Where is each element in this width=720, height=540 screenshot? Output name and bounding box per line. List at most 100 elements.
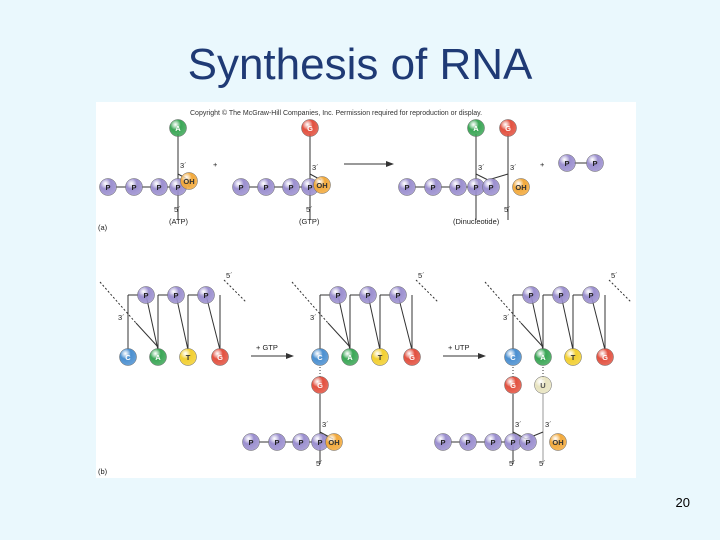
phosphate-ball-label: P — [317, 438, 322, 447]
phosphate-ball — [522, 286, 540, 304]
phosphate-ball-label: P — [156, 183, 161, 192]
dinuc-3prime-label-1: 3´ — [478, 163, 485, 172]
copyright-notice: Copyright © The McGraw-Hill Companies, I… — [190, 109, 482, 117]
slide-title: Synthesis of RNA — [187, 40, 533, 89]
phosphate-ball — [459, 433, 477, 451]
template-diag-link — [560, 294, 574, 351]
guanine-ball-label: G — [317, 381, 323, 390]
hydroxyl-ball — [313, 176, 331, 194]
guanine-ball — [596, 348, 614, 366]
phosphate-ball-label: P — [131, 183, 136, 192]
panel-b-label: (b) — [98, 467, 108, 476]
gtp-label: (GTP) — [299, 217, 320, 226]
phosphate-ball-label: P — [473, 183, 478, 192]
hydroxyl-ball-label: OH — [328, 438, 339, 447]
adenine-ball — [467, 119, 485, 137]
phosphate-ball-label: P — [588, 291, 593, 300]
template-strand-5prime — [608, 279, 632, 303]
phosphate-ball — [389, 286, 407, 304]
thymine-ball-label: T — [378, 353, 383, 362]
template-strand-end — [99, 281, 137, 324]
thymine-ball — [179, 348, 197, 366]
rna-synthesis-figure: Copyright © The McGraw-Hill Companies, I… — [96, 102, 636, 478]
phosphate-ball-label: P — [335, 291, 340, 300]
phosphate-ball-label: P — [365, 291, 370, 300]
dinuc-3prime-label-2: 3´ — [510, 163, 517, 172]
template-5prime-label: 5´ — [226, 271, 233, 280]
rna-synthesis-diagram: Copyright © The McGraw-Hill Companies, I… — [98, 109, 632, 476]
phosphate-ball-label: P — [248, 438, 253, 447]
cytosine-ball — [119, 348, 137, 366]
adenine-ball — [149, 348, 167, 366]
guanine-ball-label: G — [602, 353, 608, 362]
thymine-ball — [564, 348, 582, 366]
guanine-ball — [504, 376, 522, 394]
guanine-ball — [499, 119, 517, 137]
template-strand — [520, 322, 544, 348]
uracil-ball-label: U — [540, 381, 545, 390]
panel-a-label: (a) — [98, 223, 108, 232]
hydroxyl-ball-label: OH — [316, 181, 327, 190]
hydroxyl-ball — [180, 172, 198, 190]
phosphate-ball-label: P — [430, 183, 435, 192]
phosphate-ball — [232, 178, 250, 196]
cytosine-ball-label: C — [317, 353, 323, 362]
reaction-arrowhead-b2 — [478, 353, 486, 359]
guanine-ball — [403, 348, 421, 366]
phosphate-ball-label: P — [455, 183, 460, 192]
cytosine-ball — [504, 348, 522, 366]
gtp-5prime-label: 5´ — [306, 205, 313, 214]
plus-sign-a2: + — [540, 160, 545, 169]
atp-5prime-label: 5´ — [174, 205, 181, 214]
phosphate-ball — [484, 433, 502, 451]
thymine-ball — [371, 348, 389, 366]
hydroxyl-ball-label: OH — [183, 177, 194, 186]
guanine-ball-label: G — [510, 381, 516, 390]
template-diag-link — [367, 294, 381, 351]
phosphate-ball — [449, 178, 467, 196]
plus-gtp-label: + GTP — [256, 343, 278, 352]
hydroxyl-ball — [325, 433, 343, 451]
phosphate-ball-label: P — [564, 159, 569, 168]
template-strand-5prime — [223, 279, 247, 303]
template-5prime-label: 5´ — [611, 271, 618, 280]
rna1-5prime-label: 5´ — [316, 459, 323, 468]
template-diag-link — [590, 294, 606, 351]
phosphate-ball-label: P — [558, 291, 563, 300]
phosphate-ball-label: P — [274, 438, 279, 447]
plus-sign-a1: + — [213, 160, 218, 169]
phosphate-ball-label: P — [263, 183, 268, 192]
template-3prime-label: 3´ — [310, 313, 317, 322]
phosphate-ball-label: P — [528, 291, 533, 300]
phosphate-ball — [137, 286, 155, 304]
rna2-5prime-label-1: 5´ — [509, 459, 516, 468]
thymine-ball-label: T — [571, 353, 576, 362]
phosphate-ball-label: P — [440, 438, 445, 447]
guanine-ball — [311, 376, 329, 394]
rna2-5prime-label-2: 5´ — [539, 459, 546, 468]
adenine-ball-label: A — [155, 353, 161, 362]
adenine-ball — [341, 348, 359, 366]
phosphate-ball-label: P — [288, 183, 293, 192]
phosphate-ball-label: P — [173, 291, 178, 300]
phosphate-ball-label: P — [395, 291, 400, 300]
hydroxyl-ball — [549, 433, 567, 451]
phosphate-ball — [482, 178, 500, 196]
phosphate-ball — [282, 178, 300, 196]
phosphate-ball-label: P — [307, 183, 312, 192]
template-diag-link — [145, 294, 159, 351]
phosphate-ball-label: P — [298, 438, 303, 447]
hydroxyl-ball-label: OH — [552, 438, 563, 447]
template-strand-5prime — [415, 279, 439, 303]
hydroxyl-ball — [512, 178, 530, 196]
template-5prime-label: 5´ — [418, 271, 425, 280]
uracil-ball — [534, 376, 552, 394]
phosphate-ball-label: P — [105, 183, 110, 192]
hydroxyl-ball-label: OH — [515, 183, 526, 192]
guanine-ball-label: G — [307, 124, 313, 133]
phosphate-ball — [329, 286, 347, 304]
phosphate-ball-label: P — [404, 183, 409, 192]
adenine-ball-label: A — [347, 353, 353, 362]
phosphate-ball — [519, 433, 537, 451]
phosphate-ball-label: P — [525, 438, 530, 447]
